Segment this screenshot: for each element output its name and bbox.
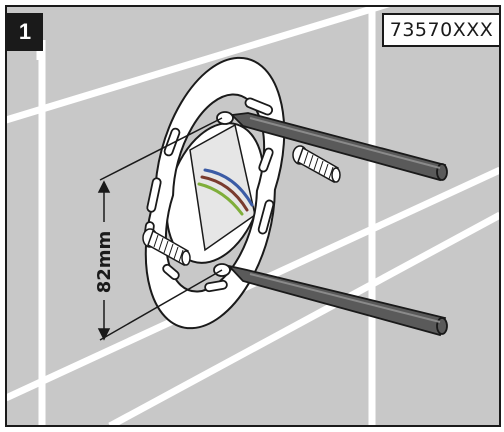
step-number-badge: 1 [7,13,43,51]
wall-plug-icon [292,145,341,184]
mounting-plate-icon [143,56,286,330]
dimension-indicator [97,117,223,341]
part-number-label: 73570XXX [382,13,501,47]
screwdriver-icon [226,264,448,337]
panel-border [5,5,501,427]
dimension-label: 82mm [94,231,115,294]
wall-opening [165,122,265,264]
wire-icon [197,168,254,216]
wall-plug-icon [142,228,191,267]
screwdriver-icon [230,112,448,182]
